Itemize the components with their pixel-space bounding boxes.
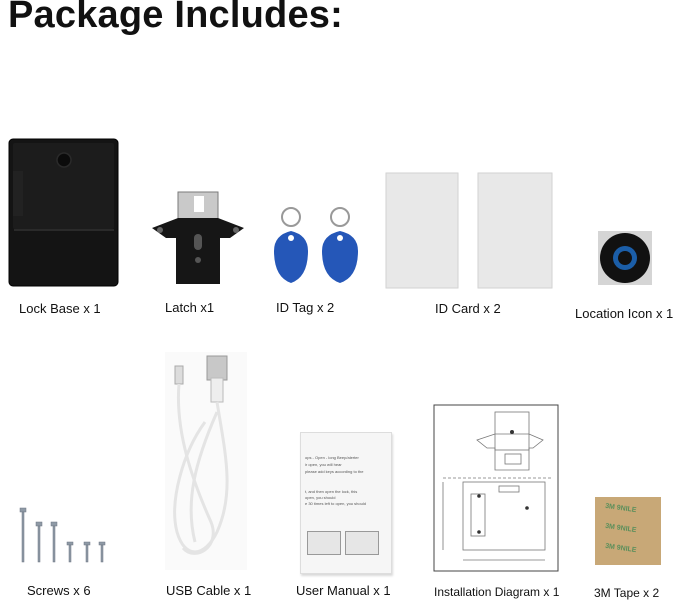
user-manual-icon: ops - Open - long Beep/alerter ir open, … xyxy=(300,432,392,574)
id-card-icon xyxy=(385,172,553,289)
id-card-label: ID Card x 2 xyxy=(435,301,501,316)
location-icon xyxy=(598,231,652,285)
tape-text: 3M 9NILE xyxy=(604,502,637,515)
tape-label: 3M Tape x 2 xyxy=(594,586,660,600)
user-manual-label: User Manual x 1 xyxy=(296,583,391,598)
manual-text-line: please add keys according to the xyxy=(305,469,364,474)
installation-diagram-icon xyxy=(433,404,559,572)
latch-icon xyxy=(152,191,244,284)
manual-text-line: ir open, you will hear xyxy=(305,462,342,467)
id-tag-icon xyxy=(274,207,358,283)
tape-text: 3M 9NILE xyxy=(604,522,637,535)
id-tag-label: ID Tag x 2 xyxy=(276,300,335,315)
latch-label: Latch x1 xyxy=(165,300,215,315)
screws-icon xyxy=(19,507,106,563)
manual-text-line: e 30 times left to open, you should xyxy=(305,501,366,506)
tape-text: 3M 9NILE xyxy=(604,542,637,555)
screws-label: Screws x 6 xyxy=(27,583,91,598)
page-title: Package Includes: xyxy=(8,0,343,36)
tape-icon: 3M 9NILE 3M 9NILE 3M 9NILE xyxy=(595,497,661,565)
location-icon-label: Location Icon x 1 xyxy=(575,306,674,321)
manual-figure xyxy=(307,531,341,555)
usb-cable-label: USB Cable x 1 xyxy=(166,583,252,598)
manual-text-line: open, you should xyxy=(305,495,336,500)
lock-base-label: Lock Base x 1 xyxy=(19,301,101,316)
manual-figure xyxy=(345,531,379,555)
installation-diagram-label: Installation Diagram x 1 xyxy=(434,585,560,599)
lock-base-icon xyxy=(8,138,119,287)
manual-text-line: t, and then open the lock, this xyxy=(305,489,358,494)
manual-text-line: ops - Open - long Beep/alerter xyxy=(305,455,359,460)
usb-cable-icon xyxy=(165,352,247,570)
